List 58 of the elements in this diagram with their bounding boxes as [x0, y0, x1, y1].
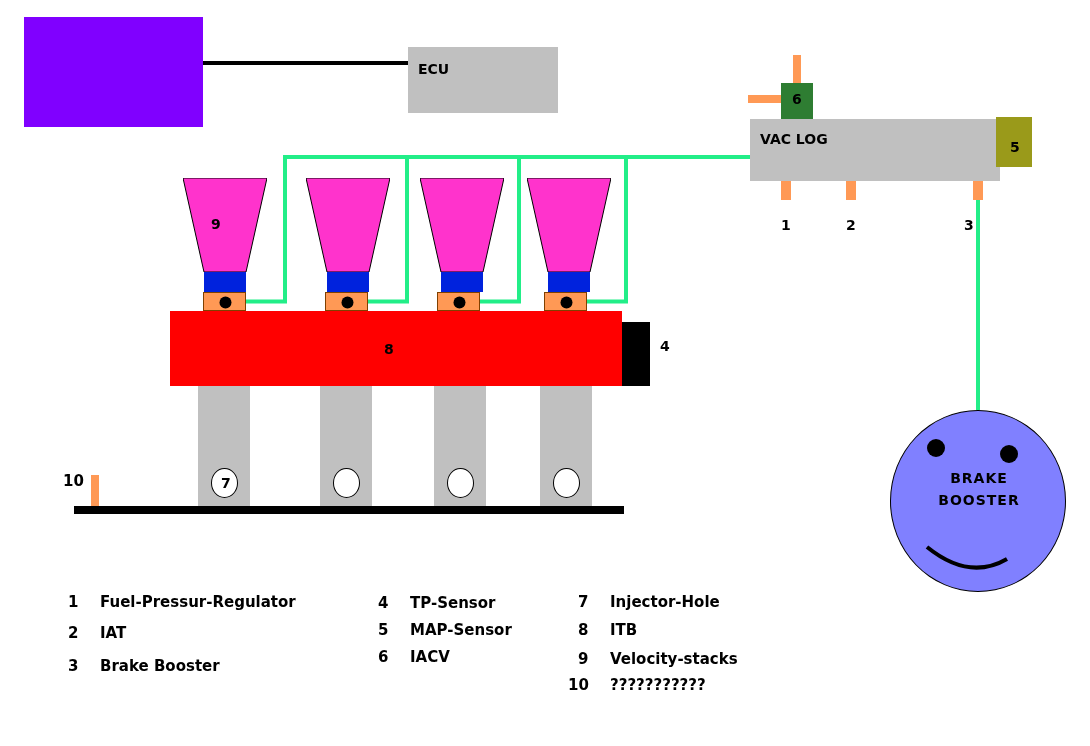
sensor-block: [996, 117, 1032, 167]
runner: [434, 386, 486, 506]
velocity-stack: [306, 178, 390, 292]
injector-hole: [447, 468, 474, 498]
node-label: VAC LOG: [760, 131, 828, 147]
legend-text: Velocity-stacks: [610, 650, 738, 668]
legend-text: 4: [378, 594, 389, 612]
legend-text: 10: [568, 676, 589, 694]
legend-text: TP-Sensor: [410, 594, 496, 612]
callout-number: 4: [660, 338, 670, 354]
injector-hole: [553, 468, 580, 498]
valve-block: [781, 83, 813, 119]
legend-text: 10: [63, 472, 84, 490]
legend-text: 9: [578, 650, 589, 668]
throttle-port: [437, 292, 480, 311]
callout-number: 1: [781, 217, 791, 233]
node-label: 5: [1010, 139, 1020, 155]
legend-text: 1: [68, 593, 79, 611]
legend-text: IAT: [100, 624, 127, 642]
controller-box: [24, 17, 203, 127]
legend-text: 6: [378, 648, 389, 666]
vacuum-log-box: [750, 119, 1000, 181]
node-label: 8: [384, 341, 394, 357]
legend-text: 5: [378, 621, 389, 639]
legend-text: ITB: [610, 621, 638, 639]
node-label: 7: [221, 475, 231, 491]
velocity-stack: [183, 178, 267, 292]
injector-hole: [333, 468, 360, 498]
runner: [320, 386, 372, 506]
node-label: BRAKE BOOSTER: [937, 469, 1021, 510]
throttle-body-block: [170, 311, 622, 386]
callout-number: 2: [846, 217, 856, 233]
ecu-box: [408, 47, 558, 113]
legend-text: 8: [578, 621, 589, 639]
legend-text: 7: [578, 593, 589, 611]
runner: [540, 386, 592, 506]
legend-text: IACV: [410, 648, 450, 666]
callout-number: 3: [964, 217, 974, 233]
throttle-port: [544, 292, 587, 311]
legend-text: 2: [68, 624, 79, 642]
legend-text: Fuel-Pressur-Regulator: [100, 593, 296, 611]
node-label: ECU: [418, 61, 450, 77]
legend-text: Injector-Hole: [610, 593, 720, 611]
legend-text: Brake Booster: [100, 657, 220, 675]
legend-text: ???????????: [610, 676, 706, 694]
velocity-stack: [420, 178, 504, 292]
node-label: 6: [792, 91, 802, 107]
injector-hole: [211, 468, 238, 498]
legend-text: MAP-Sensor: [410, 621, 512, 639]
node-label: 9: [211, 216, 221, 232]
hose-line: [976, 200, 980, 410]
hose-line: [587, 155, 750, 304]
hose-line: [203, 61, 408, 65]
throttle-port: [203, 292, 246, 311]
runner: [198, 386, 250, 506]
velocity-stack: [527, 178, 611, 292]
legend-text: 3: [68, 657, 79, 675]
throttle-port: [325, 292, 368, 311]
